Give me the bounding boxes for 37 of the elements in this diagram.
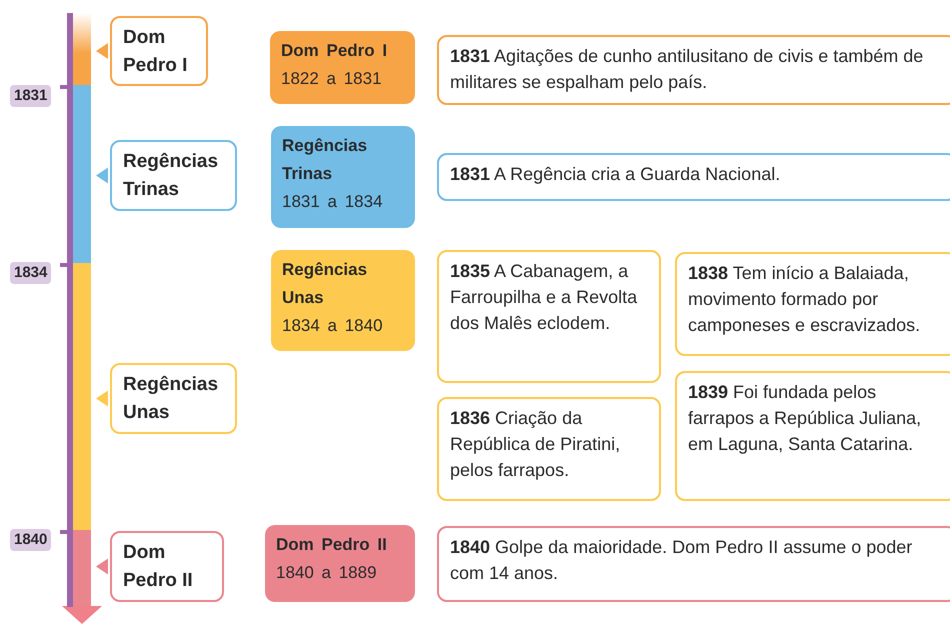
event-text: 1838 Tem início a Balaiada, movimento formado por camponeses e escravizados. <box>688 262 922 337</box>
event-box <box>675 371 950 501</box>
period-label: Regências Unas <box>123 373 220 425</box>
event-box <box>437 526 950 602</box>
event-text: 1836 Criação da República de Piratini, pelos farrapos. <box>450 407 622 482</box>
period-dates: 1831 a 1834 <box>282 191 384 213</box>
period-label: Regências Trinas <box>123 150 220 202</box>
period-title: Dom Pedro I <box>281 40 388 62</box>
year-tag: 1831 <box>10 85 52 107</box>
event-box <box>437 397 661 501</box>
period-callout <box>110 140 237 211</box>
period-dates: 1840 a 1889 <box>276 562 378 584</box>
year-tag: 1840 <box>10 529 52 551</box>
event-text: 1835 A Cabanagem, a Farroupilha e a Revolta dos Malês eclodem. <box>450 260 638 335</box>
event-text: 1831 A Regência cria a Guarda Nacional. <box>450 163 782 186</box>
period-dates: 1822 a 1831 <box>281 68 383 90</box>
event-box <box>675 252 950 356</box>
period-box <box>265 525 415 602</box>
event-text: 1839 Foi fundada pelos farrapos a República Juliana, em Laguna, Santa Catarina. <box>688 381 922 456</box>
event-text: 1840 Golpe da maioridade. Dom Pedro II assume o poder com 14 anos. <box>450 536 914 585</box>
event-text: 1831 Agitações de cunho antilusitano de civis e também de militares se espalham pelo país. <box>450 45 924 94</box>
event-box <box>437 153 950 201</box>
period-label: Dom Pedro I <box>123 26 188 78</box>
period-box <box>270 31 415 104</box>
year-tag: 1834 <box>10 262 52 284</box>
period-callout <box>110 16 208 86</box>
event-box <box>437 250 661 383</box>
period-title: Dom Pedro II <box>276 534 388 556</box>
period-box <box>271 250 415 351</box>
period-dates: 1834 a 1840 <box>282 315 384 337</box>
period-title: Regências Trinas <box>282 135 368 185</box>
event-box <box>437 35 950 105</box>
period-box <box>271 126 415 228</box>
period-title: Regências Unas <box>282 259 368 309</box>
period-callout <box>110 363 237 434</box>
period-label: Dom Pedro II <box>123 541 194 593</box>
period-callout <box>110 531 224 602</box>
